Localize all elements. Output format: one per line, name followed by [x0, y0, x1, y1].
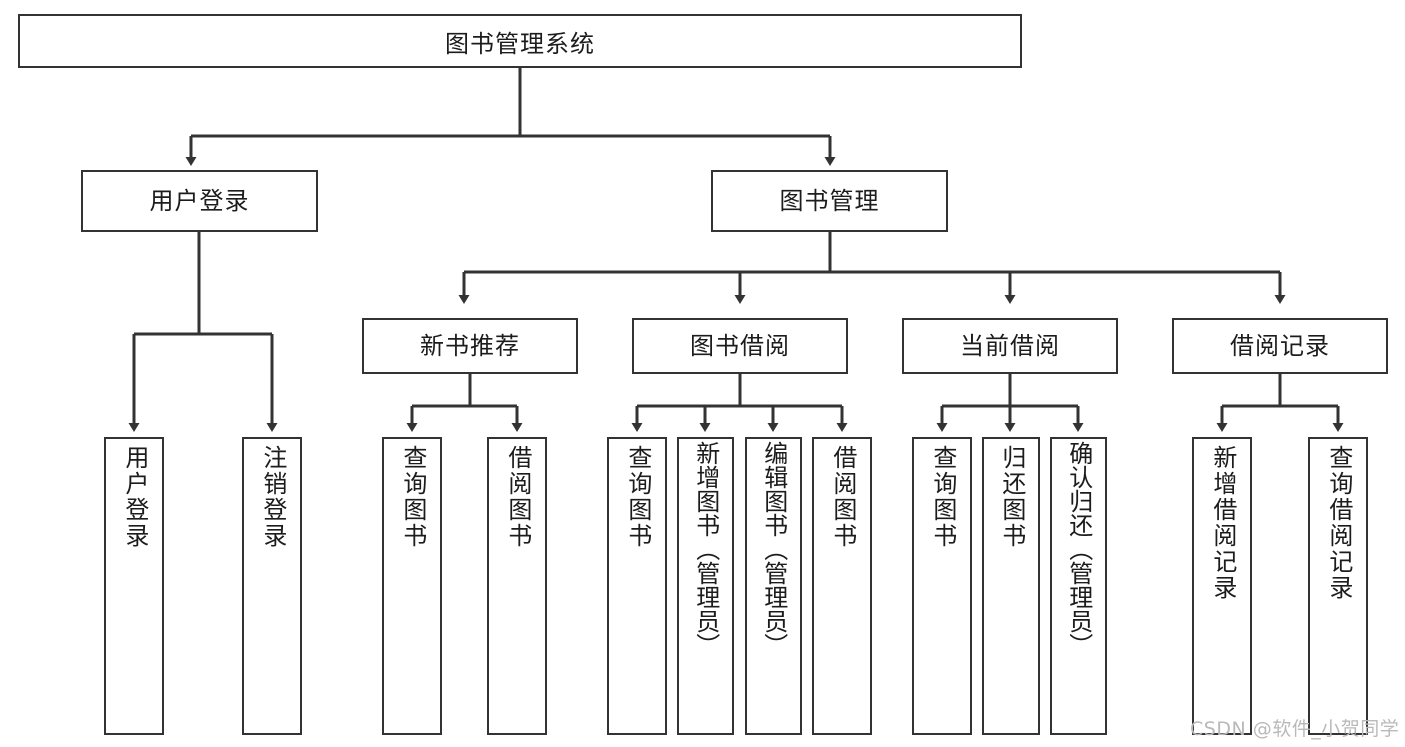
node-leaf-query-book-3[interactable]: 查询图书: [912, 437, 972, 735]
csdn-watermark: CSDN @软件_小贺同学: [1190, 718, 1400, 740]
node-label: 用户登录: [149, 186, 250, 215]
node-label: 注销登录: [258, 445, 287, 549]
node-label: 借阅图书: [828, 445, 857, 549]
node-new-book-recommend[interactable]: 新书推荐: [362, 318, 578, 374]
node-leaf-borrow-book-1[interactable]: 借阅图书: [487, 437, 547, 735]
node-leaf-add-record[interactable]: 新增借阅记录: [1192, 437, 1252, 735]
node-leaf-add-book[interactable]: 新增图书（管理员）: [677, 437, 734, 735]
node-label: 确认归还（管理员）: [1064, 441, 1093, 657]
node-label: 编辑图书（管理员）: [759, 441, 788, 657]
node-leaf-query-book-2[interactable]: 查询图书: [607, 437, 667, 735]
node-label: 新增借阅记录: [1208, 445, 1237, 601]
node-label: 借阅记录: [1230, 331, 1330, 360]
node-leaf-confirm-return[interactable]: 确认归还（管理员）: [1050, 437, 1107, 735]
node-leaf-return-book[interactable]: 归还图书: [982, 437, 1040, 735]
node-leaf-logout-login[interactable]: 注销登录: [242, 437, 302, 735]
node-current-borrow[interactable]: 当前借阅: [902, 318, 1118, 374]
node-label: 用户登录: [120, 445, 149, 549]
node-leaf-edit-book[interactable]: 编辑图书（管理员）: [745, 437, 802, 735]
node-leaf-query-book-1[interactable]: 查询图书: [382, 437, 442, 735]
node-leaf-query-record[interactable]: 查询借阅记录: [1308, 437, 1368, 735]
node-label: 查询图书: [928, 445, 957, 549]
node-label: 新书推荐: [420, 331, 520, 360]
node-label: 图书管理系统: [445, 29, 595, 58]
node-label: 图书借阅: [690, 331, 790, 360]
node-label: 查询图书: [398, 445, 427, 549]
node-book-management[interactable]: 图书管理: [711, 170, 948, 232]
node-label: 图书管理: [779, 186, 880, 215]
node-label: 借阅图书: [503, 445, 532, 549]
node-root-system[interactable]: 图书管理系统: [18, 14, 1022, 68]
node-book-borrow[interactable]: 图书借阅: [632, 318, 848, 374]
node-user-login[interactable]: 用户登录: [81, 170, 318, 232]
node-borrow-record[interactable]: 借阅记录: [1172, 318, 1388, 374]
node-label: 新增图书（管理员）: [691, 441, 720, 657]
node-label: 归还图书: [997, 445, 1026, 549]
node-label: 当前借阅: [960, 331, 1060, 360]
node-leaf-borrow-book-2[interactable]: 借阅图书: [812, 437, 872, 735]
node-label: 查询借阅记录: [1324, 445, 1353, 601]
node-label: 查询图书: [623, 445, 652, 549]
node-leaf-user-login[interactable]: 用户登录: [104, 437, 164, 735]
